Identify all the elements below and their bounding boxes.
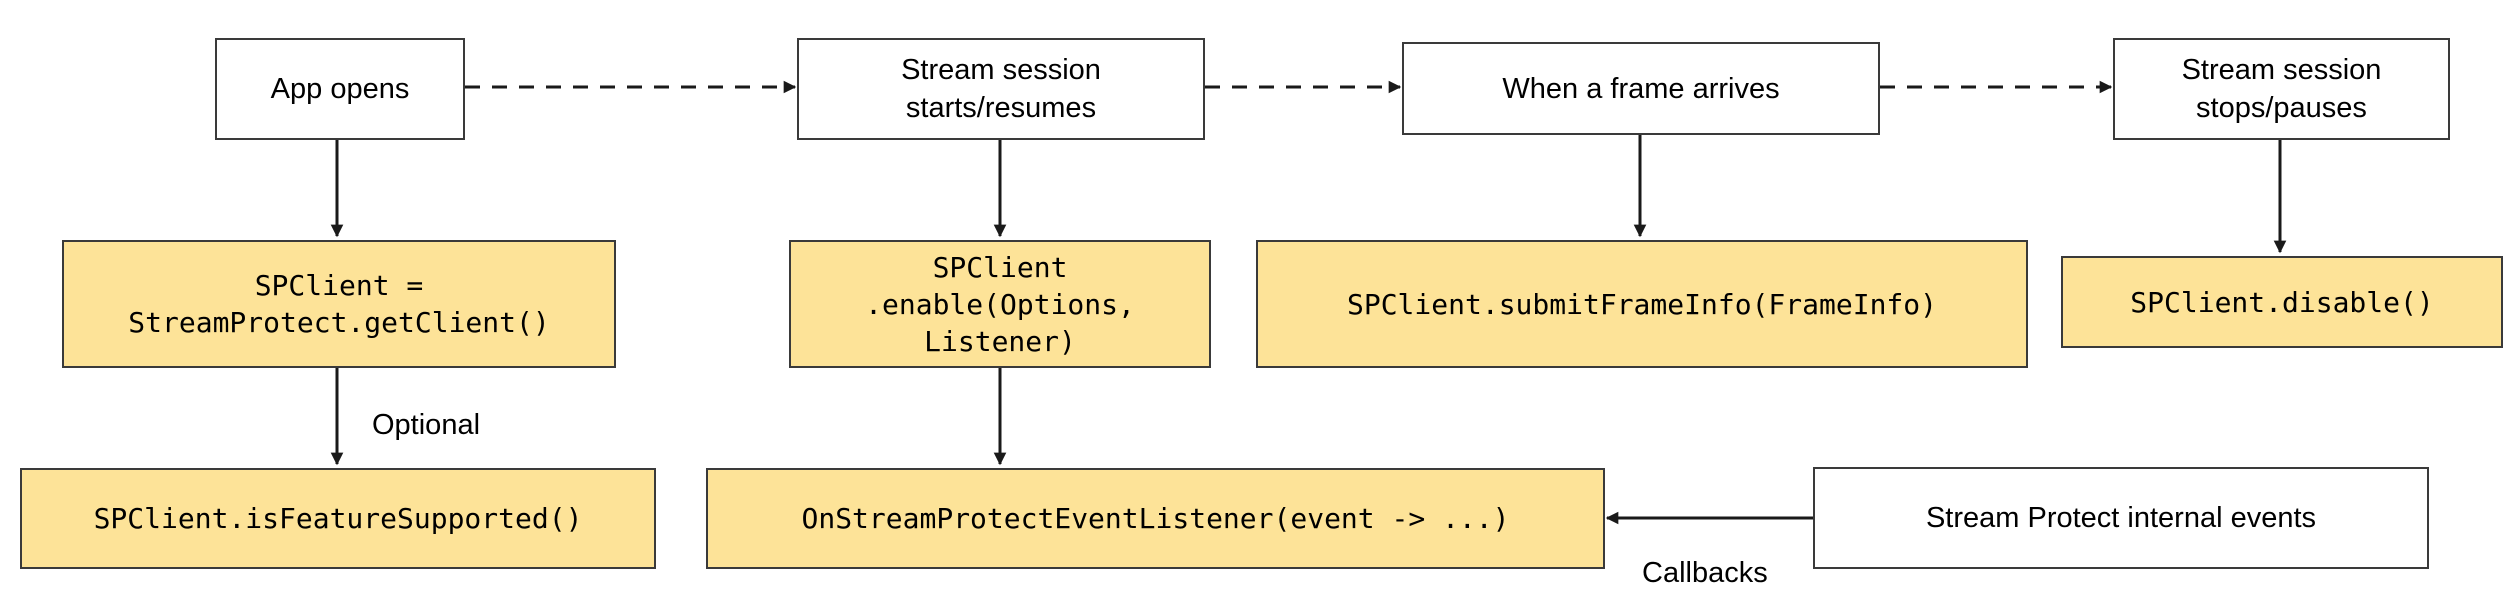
get-client-box: SPClient = StreamProtect.getClient() <box>62 240 616 368</box>
is-feature-supported-code: SPClient.isFeatureSupported() <box>93 502 583 535</box>
optional-label: Optional <box>372 409 481 441</box>
frame-arrives-label: When a frame arrives <box>1502 72 1780 105</box>
event-listener-code: OnStreamProtectEventListener(event -> ..… <box>801 502 1510 535</box>
frame-arrives-box: When a frame arrives <box>1402 42 1880 135</box>
session-starts-box: Stream session starts/resumes <box>797 38 1205 140</box>
internal-events-label: Stream Protect internal events <box>1925 502 2317 534</box>
event-listener-box: OnStreamProtectEventListener(event -> ..… <box>706 468 1605 569</box>
get-client-code: SPClient = StreamProtect.getClient() <box>128 269 550 339</box>
session-starts-label: Stream session starts/resumes <box>901 54 1101 124</box>
enable-code: SPClient .enable(Options, Listener) <box>865 250 1135 358</box>
disable-code: SPClient.disable() <box>2130 285 2434 319</box>
enable-box: SPClient .enable(Options, Listener) <box>789 240 1211 368</box>
app-opens-label: App opens <box>270 73 410 105</box>
disable-box: SPClient.disable() <box>2061 256 2503 348</box>
session-stops-label: Stream session stops/pauses <box>2181 54 2382 124</box>
is-feature-supported-box: SPClient.isFeatureSupported() <box>20 468 656 569</box>
internal-events-box: Stream Protect internal events <box>1813 467 2429 569</box>
submit-frame-info-code: SPClient.submitFrameInfo(FrameInfo) <box>1346 287 1937 321</box>
session-stops-box: Stream session stops/pauses <box>2113 38 2450 140</box>
callbacks-label: Callbacks <box>1642 557 1768 589</box>
app-opens-box: App opens <box>215 38 465 140</box>
submit-frame-info-box: SPClient.submitFrameInfo(FrameInfo) <box>1256 240 2028 368</box>
